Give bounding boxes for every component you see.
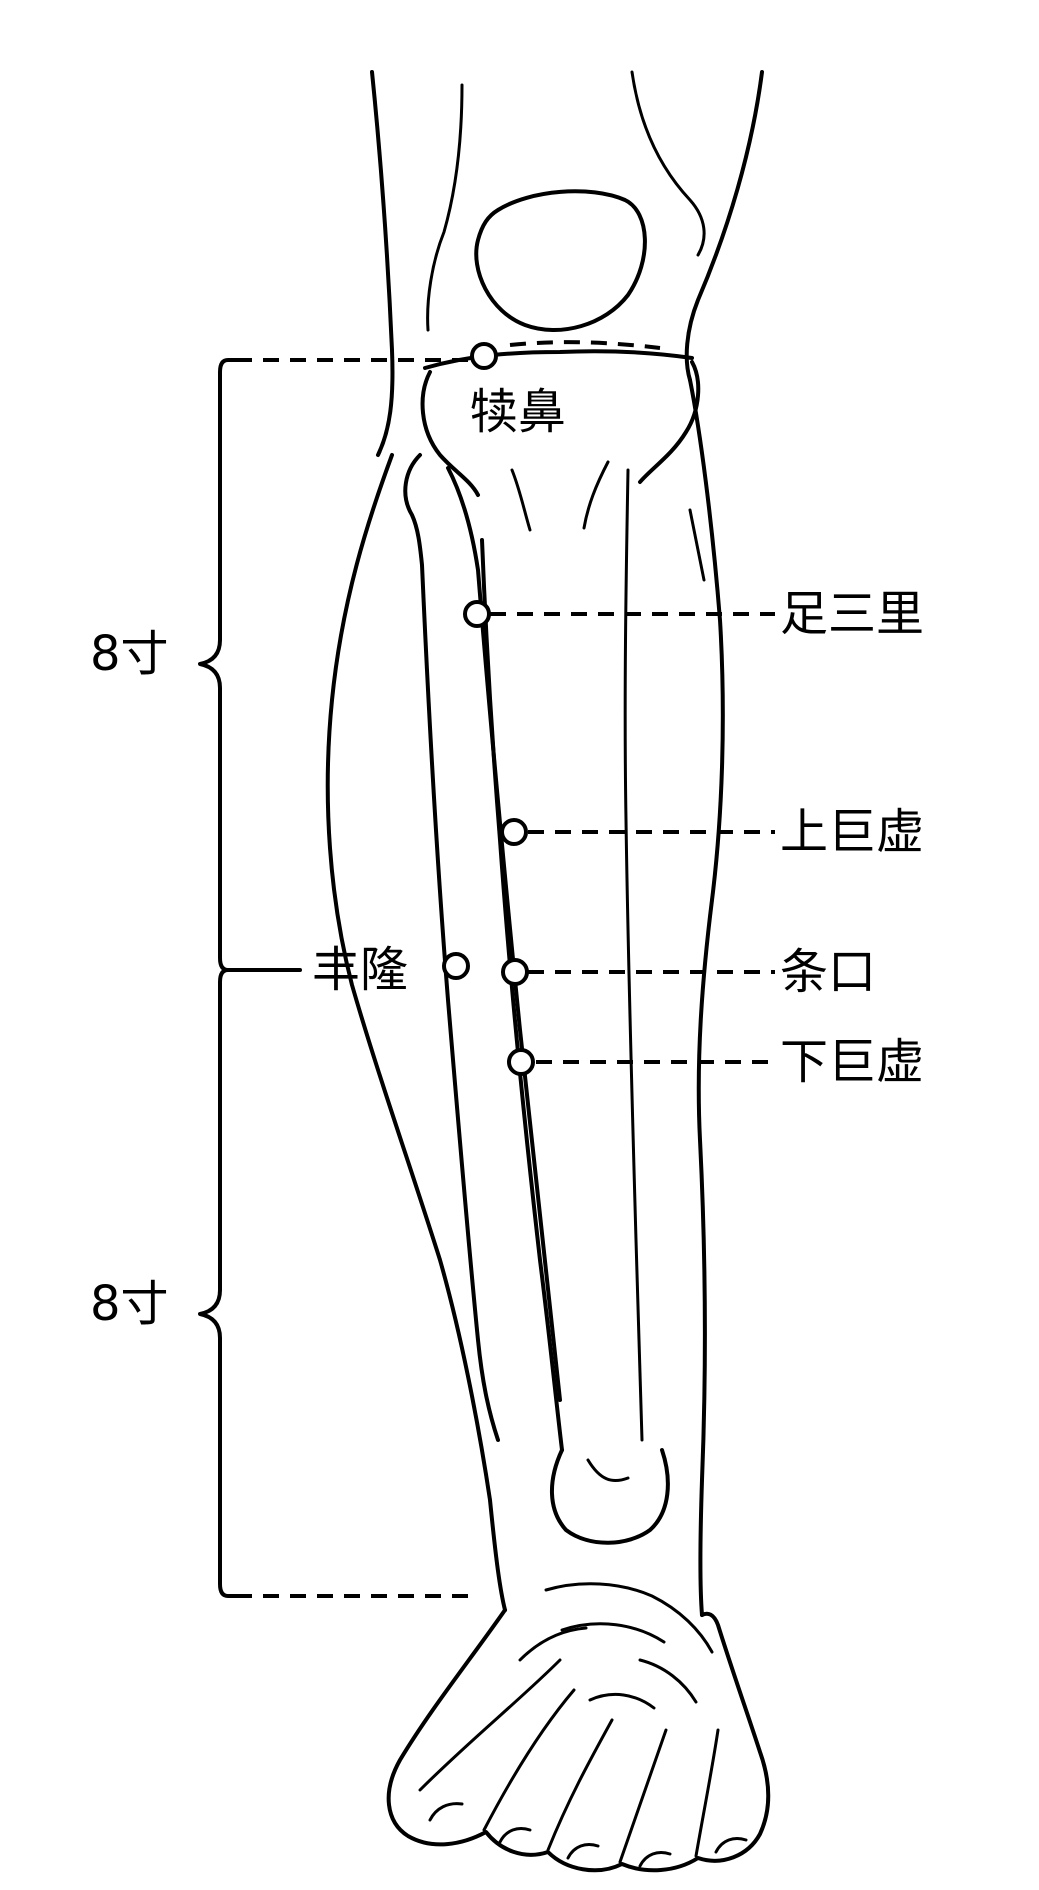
point-tiaokou xyxy=(501,958,529,986)
point-xiajuxu xyxy=(507,1048,535,1076)
acupoints xyxy=(442,342,535,1076)
label-zusanli: 足三里 xyxy=(780,586,924,642)
label-shangjuxu: 上巨虚 xyxy=(780,804,924,860)
lower-measure-label: 8寸 xyxy=(90,1276,169,1332)
upper-measure-brace xyxy=(198,358,470,972)
lower-measure-brace xyxy=(198,968,478,1598)
label-dubi: 犊鼻 xyxy=(470,384,566,440)
point-dubi xyxy=(470,342,498,370)
label-tiaokou: 条口 xyxy=(780,944,876,1000)
patella xyxy=(474,189,647,333)
knee-joint xyxy=(423,340,694,370)
ankle xyxy=(550,1448,670,1545)
point-zusanli xyxy=(463,600,491,628)
tibia xyxy=(480,468,644,1452)
thigh-outline xyxy=(370,70,764,457)
upper-measure-label: 8寸 xyxy=(90,626,169,682)
foot xyxy=(386,1582,771,1873)
label-xiajuxu: 下巨虚 xyxy=(780,1034,924,1090)
label-fenglong: 丰隆 xyxy=(312,942,408,998)
tibia-head xyxy=(420,360,701,532)
leg-outline xyxy=(325,378,725,1617)
point-fenglong xyxy=(442,952,470,980)
fibula xyxy=(403,453,562,1442)
leader-lines xyxy=(234,612,775,1064)
point-shangjuxu xyxy=(500,818,528,846)
